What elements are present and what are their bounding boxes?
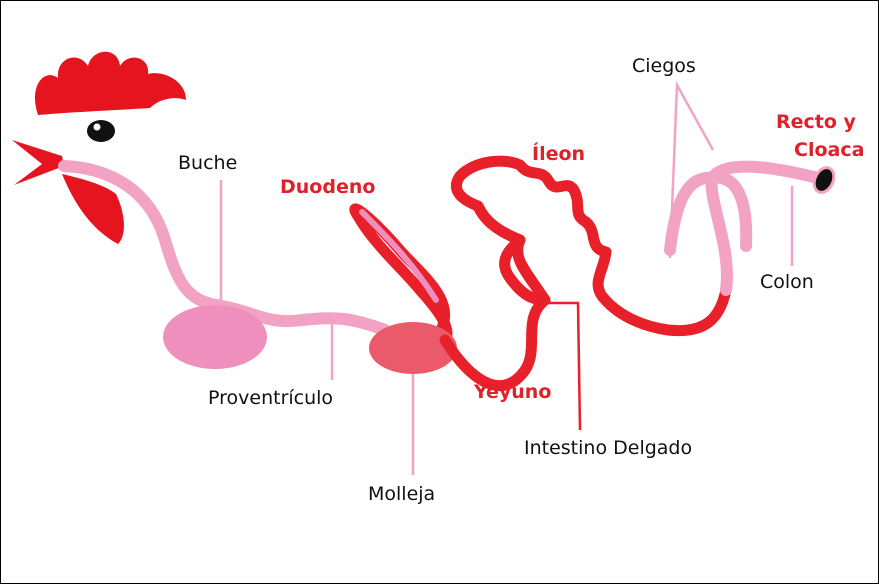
label-yeyuno: Yeyuno — [473, 381, 551, 403]
label-buche: Buche — [178, 152, 237, 174]
cecum-right — [706, 171, 753, 252]
label-duodeno: Duodeno — [280, 176, 375, 198]
beak-shape — [12, 140, 64, 185]
eye-outer — [87, 120, 115, 142]
label-ileon: Íleon — [532, 142, 585, 165]
label-recto-line2: Cloaca — [794, 139, 864, 161]
gizzard-shape — [369, 322, 457, 374]
leader-ciegos — [668, 80, 715, 259]
duodenum-loop — [349, 203, 453, 346]
eye-highlight — [93, 123, 101, 131]
small-intestine — [439, 155, 732, 392]
label-colon: Colon — [760, 271, 814, 293]
leader-lines — [219, 80, 794, 475]
wattle-shape — [62, 174, 124, 244]
duodenum-inner — [359, 209, 439, 303]
ileum-folds — [499, 234, 551, 306]
label-intestino-delgado: Intestino Delgado — [524, 437, 692, 459]
label-molleja: Molleja — [368, 483, 435, 505]
label-proventriculo: Proventrículo — [208, 387, 333, 409]
rooster-head — [12, 51, 186, 244]
cloaca-opening — [812, 166, 836, 194]
label-recto-line1: Recto y — [776, 111, 857, 133]
leader-intestino — [548, 301, 582, 431]
jejunum-coil — [439, 155, 732, 392]
label-ciegos: Ciegos — [632, 55, 696, 77]
crop-shape — [163, 305, 267, 369]
upper-tract — [58, 160, 453, 346]
cecum-left — [664, 171, 718, 256]
comb-shape — [34, 51, 186, 115]
